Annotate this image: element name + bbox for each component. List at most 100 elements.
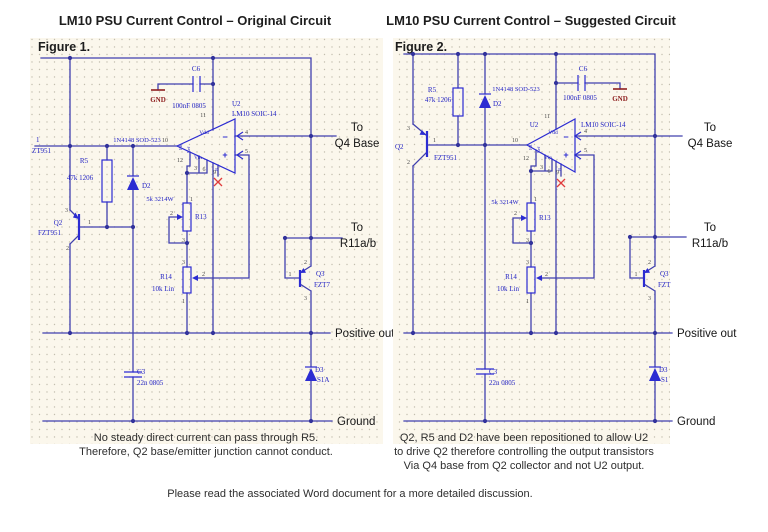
figure1-transistor-q3 (298, 268, 306, 287)
figure1-opamp-fb-label: FB (178, 144, 183, 150)
figure1-u2-ref: U2 (232, 100, 241, 108)
figure1-r14-pin1: 1 (182, 299, 185, 305)
figure2-q2-pin1: 1 (433, 138, 436, 144)
figure1-r13-value: 5k 3214W (146, 196, 174, 203)
figure2-d3-value: S1 (661, 376, 669, 384)
figure2-r13-pin2: 2 (514, 211, 517, 217)
figure1-title: LM10 PSU Current Control – Original Circ… (59, 13, 332, 28)
figure2-port-q4-base: Q4 Base (688, 138, 733, 150)
figure1-pin3: 3 (194, 166, 197, 172)
figure2-q3-ref: Q3 (660, 270, 669, 278)
figure1-d2-value: 1N4148 SOD-523 (113, 137, 161, 144)
figure1-opamp-vdd-label: Vdd (199, 130, 209, 136)
figure2-caption-line3: Via Q4 base from Q2 collector and not U2… (404, 460, 645, 472)
figure1-junction-dots (67, 55, 314, 424)
figure2-r5-value: 47k 1206 (425, 96, 452, 104)
figure1-pin4: 4 (245, 130, 248, 136)
figure2-pin9-no-connect-x (556, 178, 566, 188)
figure1-r13-pin3: 3 (182, 238, 185, 244)
figure1-r13-pin1: 1 (190, 197, 193, 203)
figure1-r14-value: 10k Lin (152, 285, 174, 293)
figure1-c6-value: 100nF 0805 (172, 102, 206, 110)
figure2-pin5: 5 (584, 148, 587, 154)
figure2-pin12: 12 (523, 156, 529, 162)
figure1-q1-clipped-value: ZT951 (32, 147, 52, 155)
figure2-port-to-r11-1: To (704, 222, 716, 234)
figure1-q3-pin1: 1 (289, 272, 292, 278)
figure1-port-to-q4-1: To (351, 122, 363, 134)
figure1-port-ground: Ground (337, 416, 375, 428)
figure1-pin12: 12 (177, 158, 183, 164)
figure2-u2-ref: U2 (530, 121, 539, 129)
figure1-opamp-minus: − (222, 132, 227, 142)
figure1-q2-pin3: 3 (65, 208, 68, 214)
figure1-q3-ref: Q3 (316, 270, 325, 278)
figure2-opamp-vdd-label: Vdd (548, 130, 558, 136)
figure2-r14-pin3: 3 (526, 260, 529, 266)
figure2-c6-value: 100nF 0805 (563, 94, 597, 102)
figure1-c3-value: 22n 0805 (137, 379, 164, 387)
figure2-d3-ref: D3 (659, 366, 668, 374)
figure1-q3-pin2: 2 (304, 260, 307, 266)
figure2-q2-ref: Q2 (395, 143, 404, 151)
figure2-gnd-label: GND (612, 95, 628, 103)
figure2-pin10: 10 (512, 138, 518, 144)
figure2-capacitor-c6 (577, 75, 627, 91)
figure2-opamp-ref-label: Ref (536, 146, 541, 153)
figure1-q3-value: FZT7 (314, 281, 330, 289)
figure2-r13-pin3: 3 (526, 238, 529, 244)
figure2-diode-d3 (649, 366, 661, 381)
figure1-wires (34, 57, 343, 422)
figure1-r14-pin3: 3 (182, 260, 185, 266)
figure2-port-r11ab: R11a/b (692, 238, 728, 250)
figure1-pin6: 6 (203, 167, 206, 173)
footer-note: Please read the associated Word document… (167, 488, 532, 500)
figure2-pot-r14 (526, 266, 542, 294)
figure1-opamp-u2 (175, 118, 244, 187)
figure1-port-q4-base: Q4 Base (335, 138, 380, 150)
figure1-opamp-ref-label: Ref (186, 146, 191, 153)
figure1-diode-d2 (127, 175, 139, 190)
figure1-transistor-q2 (69, 209, 81, 245)
figure2-opamp-fb-label: FB (528, 144, 533, 150)
figure2-q3-pin2: 2 (648, 260, 651, 266)
figure1-r13-pin2: 2 (170, 211, 173, 217)
figure1-c3-ref: C3 (137, 368, 146, 376)
figure1-r5-ref: R5 (80, 157, 89, 165)
figure2-opamp-u2 (525, 117, 582, 188)
figure2-r13-ref: R13 (539, 214, 551, 222)
figure2-opamp-vin-label: Vin (544, 155, 552, 161)
figure1-q2-value: FZT951 (38, 229, 61, 237)
figure2-transistor-q3 (642, 268, 650, 287)
figure2-q2-value: FZT951 (434, 154, 457, 162)
figure1-c6-ref: C6 (192, 65, 201, 73)
figure2-d2-value: 1N4148 SOD-523 (492, 86, 540, 93)
figure1-capacitor-c3 (124, 371, 142, 378)
figure1-caption-line1: No steady direct current can pass throug… (94, 432, 318, 444)
figure2-opamp-minus: − (563, 132, 568, 142)
figure2-c6-ref: C6 (579, 65, 588, 73)
figure1-r14-pin2: 2 (202, 272, 205, 278)
figure1-pin11: 11 (200, 113, 206, 119)
figure2-r14-ref: R14 (505, 273, 517, 281)
figure1-r13-ref: R13 (195, 213, 207, 221)
figure2-r13-value: 5k 3214W (491, 199, 519, 206)
figure1-q2-pin2: 2 (66, 246, 69, 252)
figure2-pin6: 6 (548, 169, 551, 175)
figure2-label: Figure 2. (395, 40, 447, 54)
figure2-pin4: 4 (584, 129, 587, 135)
figure2-q2-pin3: 3 (407, 126, 410, 132)
figure1-r5-value: 47k 1206 (67, 174, 94, 182)
figure1-opamp-plus: + (222, 150, 227, 160)
figure1-q1-clipped-ref: 1 (36, 136, 40, 144)
figure1-q2-pin1: 1 (88, 220, 91, 226)
figure1-pin5: 5 (245, 149, 248, 155)
figure2-r13-pin1: 1 (534, 197, 537, 203)
figure2-opamp-b-label: B (557, 168, 562, 171)
figure1-r14-ref: R14 (160, 273, 172, 281)
figure1-d3-value: S1A (317, 376, 329, 384)
figure1-resistor-r5 (101, 159, 113, 203)
figure2-caption-line1: Q2, R5 and D2 have been repositioned to … (400, 432, 648, 444)
figure1-grid-dots (30, 38, 383, 444)
figure2-pin9: 9 (556, 170, 559, 176)
